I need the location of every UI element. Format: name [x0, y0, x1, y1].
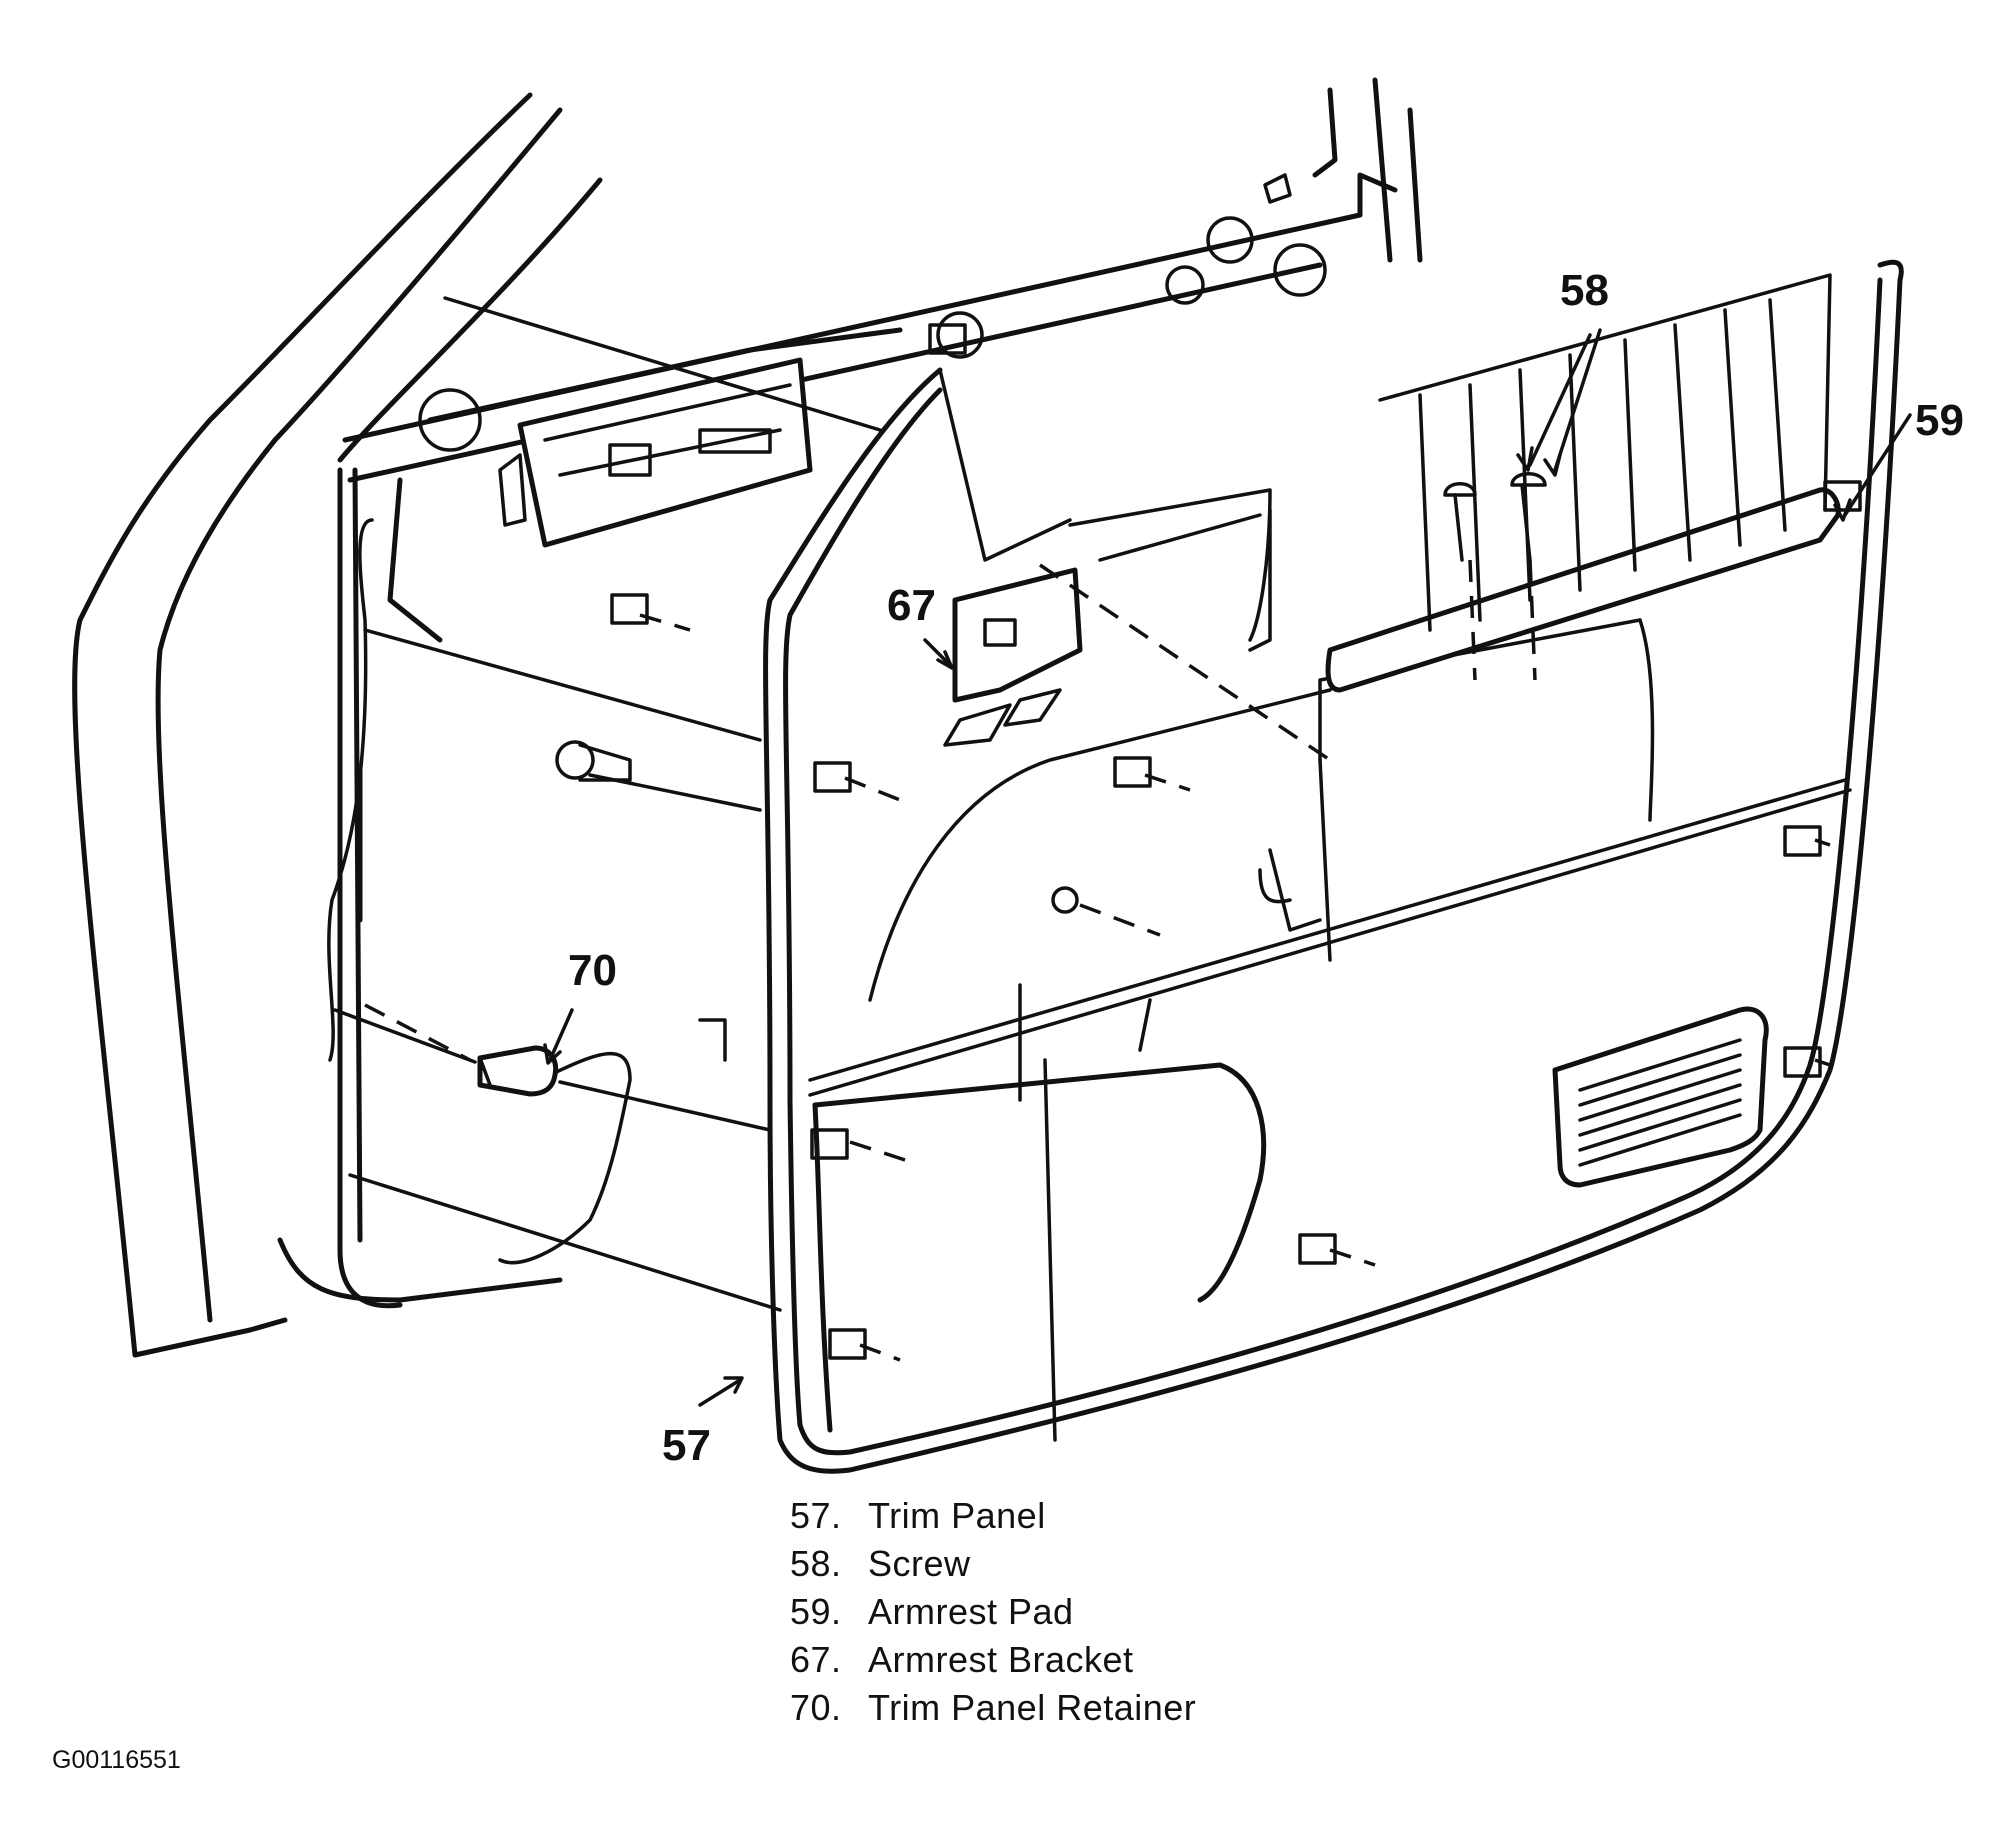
- legend-number: 70.: [790, 1687, 842, 1728]
- parts-legend: 57. Trim Panel 58. Screw 59. Armrest Pad 67…: [790, 1492, 1196, 1732]
- legend-number: 59.: [790, 1591, 842, 1632]
- armrest-bracket: [943, 567, 1083, 747]
- callout-58: 58: [1560, 266, 1609, 315]
- legend-label: Trim Panel: [868, 1495, 1046, 1536]
- legend-label: Screw: [868, 1543, 971, 1584]
- callout-59: 59: [1915, 396, 1964, 445]
- legend-item: 58. Screw: [790, 1540, 1196, 1588]
- trim-clips: [555, 323, 1862, 1360]
- legend-item: 67. Armrest Bracket: [790, 1636, 1196, 1684]
- armrest-pad: [1325, 273, 1841, 693]
- screws: [1443, 472, 1547, 562]
- legend-number: 57.: [790, 1495, 842, 1536]
- legend-label: Trim Panel Retainer: [868, 1687, 1197, 1728]
- switch-module: [498, 357, 813, 548]
- legend-number: 58.: [790, 1543, 842, 1584]
- legend-label: Armrest Bracket: [868, 1639, 1134, 1680]
- trim-panel-retainer: [477, 1045, 559, 1097]
- door-frame: [72, 77, 1423, 1358]
- figure-id: G00116551: [52, 1746, 181, 1774]
- callout-67: 67: [887, 581, 936, 630]
- legend-item: 57. Trim Panel: [790, 1492, 1196, 1540]
- leader-arrows: [543, 328, 1912, 1407]
- legend-item: 59. Armrest Pad: [790, 1588, 1196, 1636]
- inner-door-panel: [277, 172, 1398, 1309]
- legend-number: 67.: [790, 1639, 842, 1680]
- legend-label: Armrest Pad: [868, 1591, 1074, 1632]
- alignment-lines: [333, 296, 1831, 1362]
- legend-item: 70. Trim Panel Retainer: [790, 1684, 1196, 1732]
- trim-panel: [763, 259, 1904, 1474]
- callout-70: 70: [568, 946, 617, 995]
- callout-57: 57: [662, 1421, 711, 1470]
- speaker-grille: [1552, 1006, 1769, 1188]
